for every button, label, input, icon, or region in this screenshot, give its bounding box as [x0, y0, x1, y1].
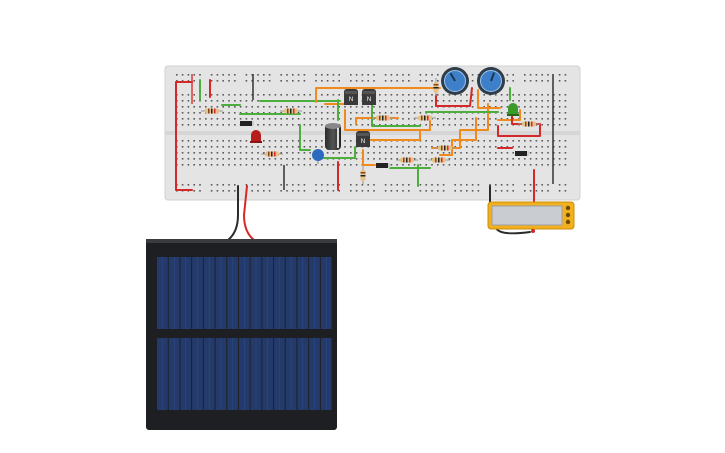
npn-transistor-icon[interactable]: N	[344, 89, 358, 105]
wire-green[interactable]	[371, 101, 421, 127]
diode[interactable]	[515, 151, 529, 156]
potentiometers	[441, 67, 505, 95]
wire-orange[interactable]	[439, 117, 477, 156]
wire-green[interactable]	[321, 146, 356, 159]
resistor-icon[interactable]	[518, 121, 540, 127]
resistor-icon[interactable]	[280, 108, 302, 114]
wire-orange[interactable]	[497, 109, 521, 121]
diodes	[240, 121, 529, 168]
solar-lead-positive[interactable]	[242, 185, 255, 241]
diode[interactable]	[240, 121, 254, 126]
multimeter-jack[interactable]	[565, 212, 571, 218]
solar-panel[interactable]	[146, 239, 337, 430]
wires	[175, 79, 541, 191]
multimeter[interactable]	[487, 201, 575, 233]
wire-orange[interactable]	[362, 149, 376, 166]
wire-red[interactable]	[497, 109, 541, 137]
wire-orange[interactable]	[315, 87, 441, 103]
wire-orange[interactable]	[477, 89, 501, 109]
resistor-icon[interactable]	[372, 115, 394, 121]
npn-transistor-icon[interactable]: N	[356, 131, 370, 147]
wire-orange[interactable]	[369, 129, 421, 141]
diode[interactable]	[376, 163, 390, 168]
resistor-icon[interactable]	[434, 145, 456, 151]
resistor-icon[interactable]	[201, 108, 223, 114]
transistor-label: N	[361, 139, 365, 145]
multimeter-probe-tip[interactable]	[531, 229, 535, 233]
wire-red[interactable]	[175, 81, 193, 191]
breadboard[interactable]	[164, 65, 581, 201]
resistors	[201, 78, 540, 184]
multimeter-jack[interactable]	[565, 219, 571, 225]
multimeter-jack[interactable]	[565, 205, 571, 211]
capacitor-top	[325, 123, 341, 129]
electrolytic-capacitor-icon[interactable]	[325, 123, 341, 150]
resistor-icon[interactable]	[414, 115, 436, 121]
resistor-icon[interactable]	[261, 151, 283, 157]
npn-transistor-icon[interactable]: N	[362, 89, 376, 105]
capacitor-stripe	[337, 128, 339, 148]
resistor-icon[interactable]	[428, 157, 450, 163]
ceramic-capacitor-icon[interactable]	[312, 149, 324, 164]
potentiometer-icon[interactable]	[477, 67, 505, 95]
green-led-icon[interactable]	[507, 103, 519, 116]
solar-cells	[157, 257, 332, 410]
multimeter-screen	[491, 205, 563, 226]
wire-red[interactable]	[435, 87, 473, 107]
resistor-icon[interactable]	[433, 78, 439, 96]
diode-band	[388, 163, 390, 168]
solar-lead-negative[interactable]	[227, 185, 239, 241]
resistor-icon[interactable]	[360, 166, 366, 184]
red-led-icon[interactable]	[250, 130, 262, 143]
solar-leads	[227, 185, 255, 241]
transistor-label: N	[367, 97, 371, 103]
resistor-icon[interactable]	[396, 157, 418, 163]
diode-band	[252, 121, 254, 126]
transistors: N N N	[344, 89, 376, 147]
diode-band	[527, 151, 529, 156]
wire-orange[interactable]	[344, 109, 431, 131]
wire-green[interactable]	[299, 124, 311, 151]
transistor-label: N	[349, 97, 353, 103]
breadboard-center-channel	[165, 131, 580, 135]
potentiometer-icon[interactable]	[441, 67, 469, 95]
